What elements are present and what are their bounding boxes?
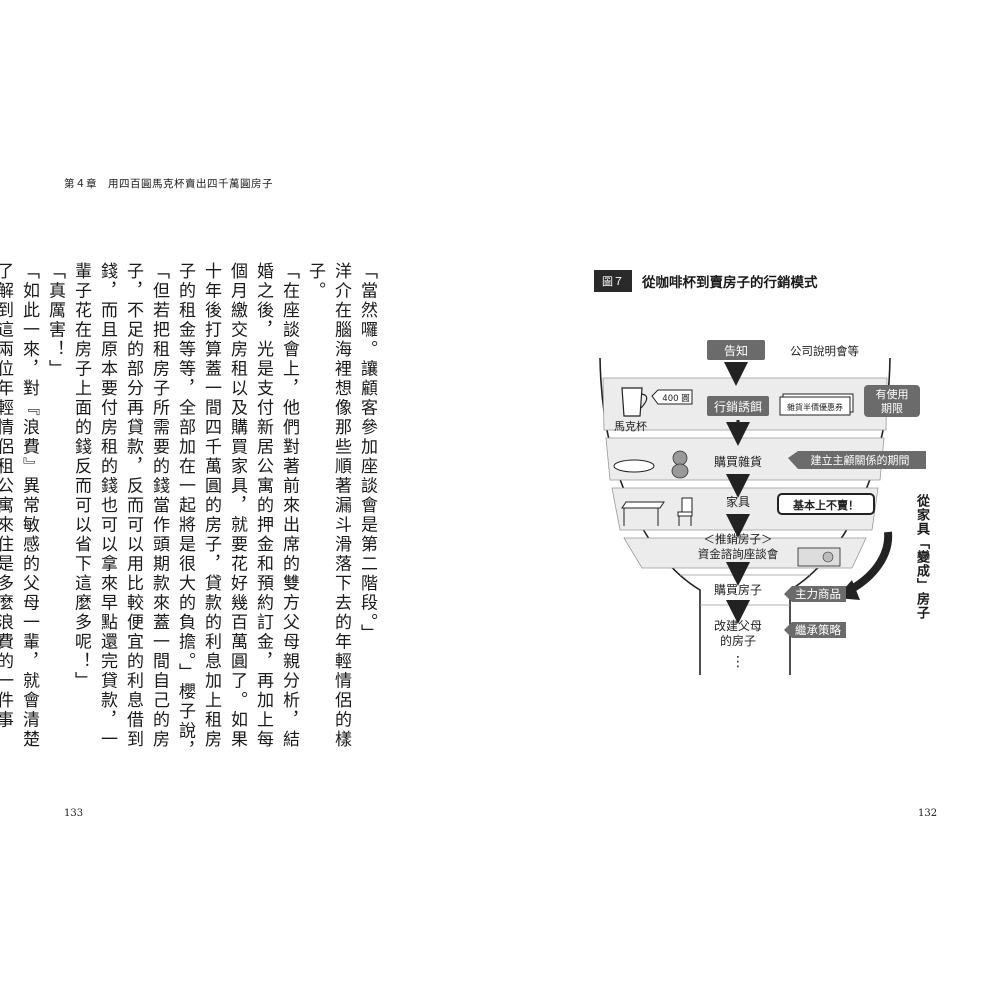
lure-label: 行銷誘餌 [714,399,762,414]
funnel-diagram: 告知 公司說明會等 400 圓 馬克杯 行銷誘餌 雜貨半價優惠券 有使用 期限 … [599,340,926,675]
page-number-left: 133 [64,808,84,819]
buy-goods-label: 購買雜貨 [714,454,762,469]
paragraph: 「當然囉。讓顧客參加座談會是第二階段。」 [357,262,377,644]
more-dots: ⋮ [731,654,745,670]
inherit-label: 繼承策略 [795,623,841,637]
notify-box [707,340,765,360]
chair-icon [677,497,693,526]
lure-box [707,396,769,416]
svg-text:400 圓: 400 圓 [662,394,689,404]
rebuild-label-2: 的房子 [720,633,756,648]
rebuild-label-1: 改建父母 [714,619,762,633]
paragraph: 洋介在腦海裡想像那些順著漏斗滑落下去的年輕情侶的樣子。 [305,262,351,750]
plate-icon [613,459,655,473]
mug-icon [621,387,648,417]
furniture-to-house-note: 從家具「變成」房子 [914,494,929,620]
figure-title-text: 從咖啡杯到賣房子的行銷模式 [642,275,818,291]
not-for-sale-label: 基本上不賣！ [792,498,859,512]
furniture-label: 家具 [726,494,750,509]
notify-note: 公司說明會等 [790,344,859,358]
running-head: 第４章 用四百圓馬克杯賣出四千萬圓房子 [64,178,273,190]
main-product-label: 主力商品 [795,587,841,601]
figure-title: 圖７ 從咖啡杯到賣房子的行銷模式 [594,270,818,292]
table-icon [621,501,665,526]
paragraph: 「在座談會上，他們對著前來出席的雙方父母親分析，結婚之後，光是支付新居公寓的押金… [71,262,299,761]
promote-label-2: 資金諮詢座談會 [698,547,779,561]
paragraph: 「真厲害！」 [45,262,65,379]
coupon-icon: 雜貨半價優惠券 [779,393,854,416]
page-number-right: 132 [918,808,938,819]
notify-label: 告知 [724,344,748,358]
banknote-icon [797,547,841,567]
body-text: 「當然囉。讓顧客參加座談會是第二階段。」 洋介在腦海裡想像那些順著漏斗滑落下去的… [0,262,380,762]
main-product-box [784,586,846,602]
relationship-box [788,451,926,469]
teddy-bear-icon [671,450,689,479]
coupon-note: 有使用 [876,387,909,401]
paragraph: 「如此一來，對『浪費』異常敏感的父母一輩，就會清楚了解到這兩位年輕情侶租公寓來住… [0,262,39,750]
svg-text:期限: 期限 [881,402,903,415]
inherit-box [784,622,846,638]
mug-label: 馬克杯 [614,419,647,433]
promote-label-1: ＜推銷房子＞ [704,532,773,546]
figure-label: 圖７ [594,270,632,292]
price-tag-icon: 400 圓 [651,389,693,405]
svg-text:雜貨半價優惠券: 雜貨半價優惠券 [787,402,843,412]
not-for-sale-box [777,493,875,515]
coupon-note-box [864,385,920,417]
buy-house-label: 購買房子 [714,582,762,597]
relationship-label: 建立主顧關係的期間 [811,453,910,467]
